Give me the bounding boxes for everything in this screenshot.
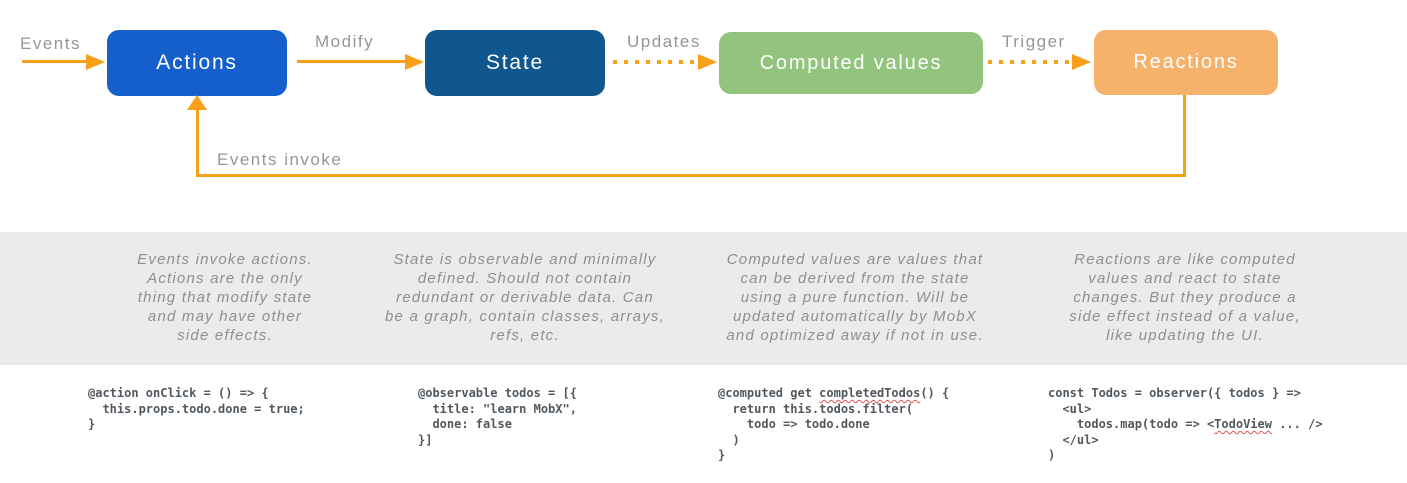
computed-values-box-label: Computed values	[759, 51, 943, 74]
events-label: Events	[20, 34, 81, 53]
reactions-description: Reactions are like computed values and r…	[1069, 251, 1301, 344]
computed-values-box: Computed values	[719, 32, 983, 94]
state-code-sample: @observable todos = [{ title: "learn Mob…	[418, 386, 577, 447]
trigger-arrowhead-icon	[1072, 54, 1091, 70]
events-arrow-line	[22, 60, 87, 63]
feedback-arrowhead-icon	[187, 95, 207, 110]
trigger-dotted-line	[988, 60, 1072, 64]
actions-box: Actions	[107, 30, 287, 96]
reactions-box-label: Reactions	[1133, 51, 1239, 73]
state-box-label: State	[485, 51, 545, 74]
feedback-line-right	[1183, 95, 1186, 177]
updates-arrowhead-icon	[698, 54, 717, 70]
updates-dotted-line	[613, 60, 698, 64]
modify-label: Modify	[315, 32, 375, 51]
actions-code-sample: @action onClick = () => { this.props.tod…	[88, 386, 305, 431]
state-box: State	[425, 30, 605, 96]
state-description: State is observable and minimally define…	[385, 251, 665, 344]
trigger-label: Trigger	[1002, 32, 1066, 51]
events-arrowhead-icon	[86, 54, 105, 70]
feedback-line-left	[196, 108, 199, 177]
reactions-box: Reactions	[1094, 30, 1278, 95]
computed-values-description: Computed values are values that can be d…	[726, 251, 984, 344]
feedback-line-bottom	[196, 174, 1186, 177]
description-band	[0, 232, 1407, 365]
actions-description: Events invoke actions. Actions are the o…	[137, 251, 313, 344]
actions-box-label: Actions	[156, 51, 238, 74]
updates-label: Updates	[627, 32, 701, 51]
reactions-code-sample: const Todos = observer({ todos } => <ul>…	[1048, 386, 1323, 462]
modify-arrow-line	[297, 60, 405, 63]
computed-values-code-sample: @computed get completedTodos() { return …	[718, 386, 950, 462]
modify-arrowhead-icon	[405, 54, 424, 70]
events-invoke-label: Events invoke	[217, 150, 343, 169]
